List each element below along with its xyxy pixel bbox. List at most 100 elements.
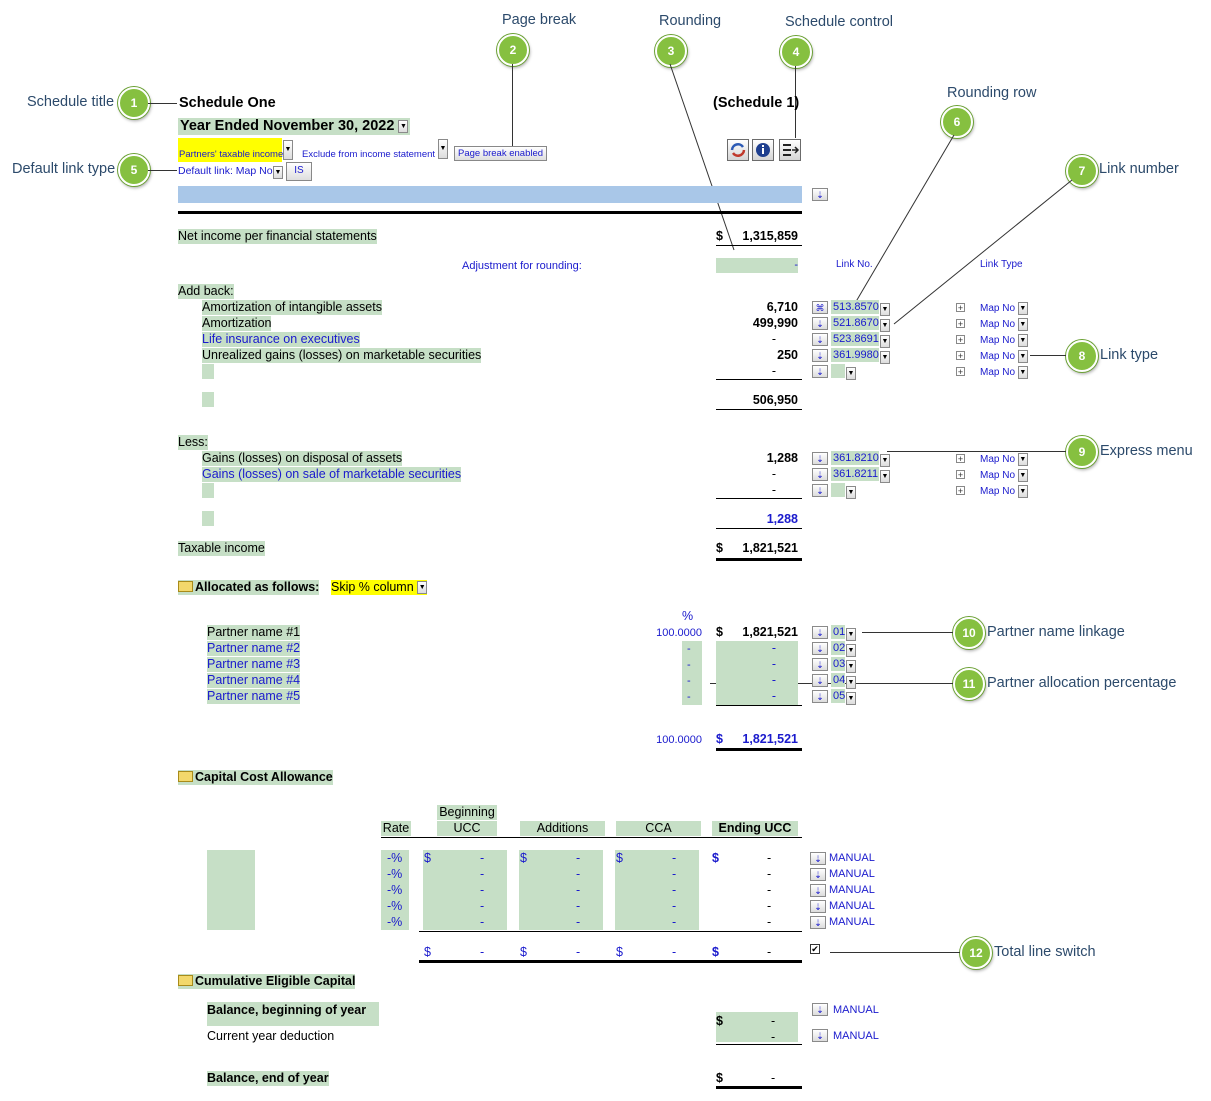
partner-link-dropdown[interactable]: ▼ (846, 658, 856, 676)
partner-pct-5[interactable]: - (687, 691, 691, 703)
express-menu-icon[interactable]: ⇣ (810, 868, 826, 881)
folder-icon[interactable] (178, 975, 193, 986)
partner-link-4[interactable]: 04 (831, 673, 846, 687)
income-type-cell[interactable] (178, 138, 282, 162)
default-link-select[interactable]: Default link: Map No (178, 165, 273, 177)
income-type-select[interactable]: Partners' taxable income (179, 149, 284, 160)
partner-pct-4[interactable]: - (687, 675, 691, 687)
link-dropdown[interactable]: ▼ (880, 452, 890, 470)
express-menu-icon[interactable]: ⇣ (812, 642, 828, 655)
link-dropdown[interactable]: ▼ (880, 349, 890, 367)
exclude-from-income-statement[interactable]: Exclude from income statement (302, 149, 436, 160)
cca-rate[interactable]: -% (387, 851, 403, 865)
express-menu-icon[interactable]: ⇣ (812, 365, 828, 378)
express-menu-icon[interactable]: ⇣ (812, 1003, 828, 1016)
partner-link-dropdown[interactable]: ▼ (846, 674, 856, 692)
express-menu-icon[interactable]: ⇣ (812, 468, 828, 481)
cca-value[interactable]: - (672, 851, 677, 865)
express-menu-icon[interactable]: ⇣ (812, 452, 828, 465)
cca-heading[interactable]: Capital Cost Allowance (178, 770, 333, 785)
cca-value[interactable]: - (480, 915, 485, 929)
express-menu-icon[interactable]: ⇣ (812, 333, 828, 346)
year-ended-select[interactable]: Year Ended November 30, 2022 ▼ (178, 118, 411, 135)
express-menu-icon[interactable]: ⇣ (810, 884, 826, 897)
express-menu-icon[interactable]: ⇣ (812, 1029, 828, 1042)
link-dropdown[interactable]: ▼ (846, 484, 856, 502)
less-link-type-1[interactable]: Map No ▼ (980, 453, 1028, 466)
partner-link-5[interactable]: 05 (831, 689, 846, 703)
partner-link-dropdown[interactable]: ▼ (846, 642, 856, 660)
cca-rate[interactable]: -% (387, 899, 403, 913)
cca-rate-column[interactable] (381, 850, 409, 930)
express-menu-icon[interactable]: ⇣ (810, 916, 826, 929)
express-menu-icon[interactable]: ⇣ (810, 852, 826, 865)
expand-icon[interactable]: + (956, 335, 965, 345)
less-link-number-1[interactable]: 361.8210 (831, 451, 879, 465)
cca-value[interactable]: - (480, 867, 485, 881)
link-dropdown[interactable]: ▼ (880, 333, 890, 351)
link-number-5[interactable] (831, 364, 845, 378)
express-menu-icon[interactable]: ⇣ (812, 658, 828, 671)
skip-percent-select[interactable]: Skip % column ▼ (331, 580, 428, 595)
partner-pct-2[interactable]: - (687, 643, 691, 655)
express-menu-icon[interactable]: ⌘ (812, 301, 828, 314)
expand-icon[interactable]: + (956, 319, 965, 329)
expand-icon[interactable]: + (956, 303, 965, 313)
cca-rate[interactable]: -% (387, 867, 403, 881)
expand-icon[interactable]: + (956, 486, 965, 496)
expand-icon[interactable]: + (956, 454, 965, 464)
link-type-3[interactable]: Map No ▼ (980, 334, 1028, 347)
add-back-subtotal-label[interactable] (202, 392, 214, 407)
cec-deduction-value[interactable]: - (771, 1030, 776, 1044)
cca-value[interactable]: - (480, 851, 485, 865)
default-link-dropdown[interactable]: ▼ (273, 164, 283, 182)
cca-additions-column[interactable] (519, 850, 603, 930)
link-dropdown[interactable]: ▼ (880, 468, 890, 486)
link-type-2[interactable]: Map No ▼ (980, 318, 1028, 331)
partner-link-dropdown[interactable]: ▼ (846, 690, 856, 708)
link-dropdown[interactable]: ▼ (880, 317, 890, 335)
cca-value[interactable]: - (480, 883, 485, 897)
express-menu-icon[interactable]: ⇣ (812, 674, 828, 687)
info-icon[interactable] (752, 139, 774, 161)
less-link-type-3[interactable]: Map No ▼ (980, 485, 1028, 498)
express-menu-icon[interactable]: ⇣ (812, 317, 828, 330)
express-menu-icon[interactable]: ⇣ (810, 900, 826, 913)
cca-value[interactable]: - (576, 899, 581, 913)
less-link-type-2[interactable]: Map No ▼ (980, 469, 1028, 482)
refresh-icon[interactable] (727, 139, 749, 161)
partner-link-2[interactable]: 02 (831, 641, 846, 655)
cca-value[interactable]: - (672, 883, 677, 897)
rounding-input[interactable]: - (716, 258, 798, 273)
partner-link-dropdown[interactable]: ▼ (846, 626, 856, 644)
link-type-5[interactable]: Map No ▼ (980, 366, 1028, 379)
less-link-number-2[interactable]: 361.8211 (831, 467, 879, 481)
link-dropdown[interactable]: ▼ (880, 301, 890, 319)
link-type-4[interactable]: Map No ▼ (980, 350, 1028, 363)
link-number-3[interactable]: 523.8691 (831, 332, 879, 346)
link-number-2[interactable]: 521.8670 (831, 316, 879, 330)
partner-pct-3[interactable]: - (687, 659, 691, 671)
express-menu-icon[interactable]: ⇣ (812, 690, 828, 703)
partner-link-3[interactable]: 03 (831, 657, 846, 671)
schedule-control-icon[interactable] (779, 139, 801, 161)
allocation-heading[interactable]: Allocated as follows: (178, 580, 320, 595)
cca-value[interactable]: - (576, 915, 581, 929)
is-button[interactable]: IS (286, 162, 312, 181)
cec-value-cells[interactable] (716, 1012, 798, 1042)
link-number-1[interactable]: 513.8570 (831, 300, 879, 314)
link-number-4[interactable]: 361.9980 (831, 348, 879, 362)
expand-icon[interactable]: + (956, 470, 965, 480)
total-line-checkbox[interactable]: ✔ (810, 944, 820, 954)
page-break-button[interactable]: Page break enabled (454, 146, 548, 161)
cca-value[interactable]: - (576, 867, 581, 881)
cca-rate[interactable]: -% (387, 883, 403, 897)
cec-beginning-value[interactable]: - (771, 1014, 776, 1028)
less-subtotal-label[interactable] (202, 511, 214, 526)
express-menu-icon[interactable]: ⇣ (812, 484, 828, 497)
chevron-down-icon[interactable]: ▼ (398, 119, 409, 133)
cca-rate[interactable]: -% (387, 915, 403, 929)
cca-cca-column[interactable] (615, 850, 699, 930)
partner-pct-column[interactable] (682, 641, 702, 705)
express-menu-icon[interactable]: ⇣ (812, 626, 828, 639)
